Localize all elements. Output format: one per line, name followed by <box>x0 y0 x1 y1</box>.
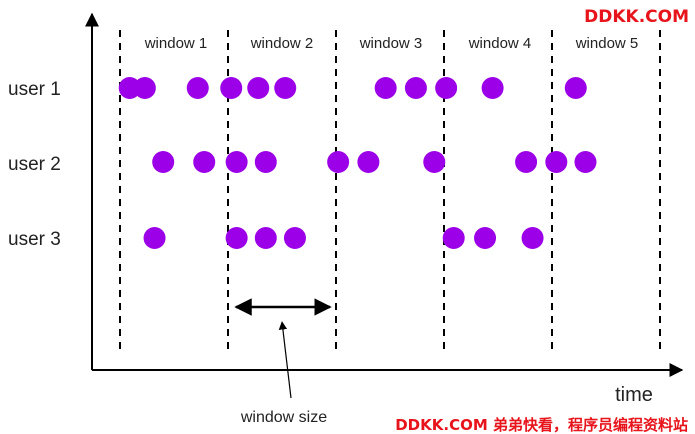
event-user1-5 <box>247 77 270 99</box>
event-user3-7 <box>521 227 544 249</box>
event-user2-6 <box>357 151 380 173</box>
event-user1-7 <box>374 77 397 99</box>
event-user2-3 <box>225 151 248 173</box>
window-label-1: window 1 <box>144 35 208 52</box>
window-size-pointer <box>278 321 292 399</box>
window-label-3: window 3 <box>359 35 423 52</box>
event-user1-6 <box>274 77 297 99</box>
event-user1-4 <box>220 77 243 99</box>
event-user3-4 <box>283 227 306 249</box>
event-user2-8 <box>515 151 538 173</box>
event-user2-9 <box>545 151 568 173</box>
event-user2-2 <box>193 151 216 173</box>
event-user1-10 <box>481 77 504 99</box>
event-user2-1 <box>152 151 175 173</box>
event-user1-2 <box>133 77 156 99</box>
event-user2-5 <box>327 151 350 173</box>
watermark-top: DDKK.COM <box>584 7 689 27</box>
event-user2-7 <box>423 151 446 173</box>
window-label-5: window 5 <box>575 35 639 52</box>
event-user3-1 <box>143 227 166 249</box>
event-user1-8 <box>404 77 427 99</box>
event-dots <box>118 77 597 249</box>
event-user1-11 <box>564 77 587 99</box>
x-axis-label: time <box>615 384 653 406</box>
event-user1-9 <box>435 77 458 99</box>
event-user2-4 <box>254 151 277 173</box>
event-user2-10 <box>574 151 597 173</box>
event-user3-6 <box>474 227 497 249</box>
event-user3-3 <box>254 227 277 249</box>
user-label-3: user 3 <box>8 229 61 250</box>
window-label-4: window 4 <box>468 35 532 52</box>
event-user1-1 <box>118 77 141 99</box>
user-label-1: user 1 <box>8 79 61 100</box>
user-label-2: user 2 <box>8 154 61 175</box>
window-label-2: window 2 <box>250 35 314 52</box>
event-user1-3 <box>186 77 209 99</box>
watermark-bottom: DDKK.COM 弟弟快看，程序员编程资料站 <box>395 416 688 434</box>
window-size-label: window size <box>240 409 327 426</box>
event-user3-2 <box>225 227 248 249</box>
event-user3-5 <box>442 227 465 249</box>
